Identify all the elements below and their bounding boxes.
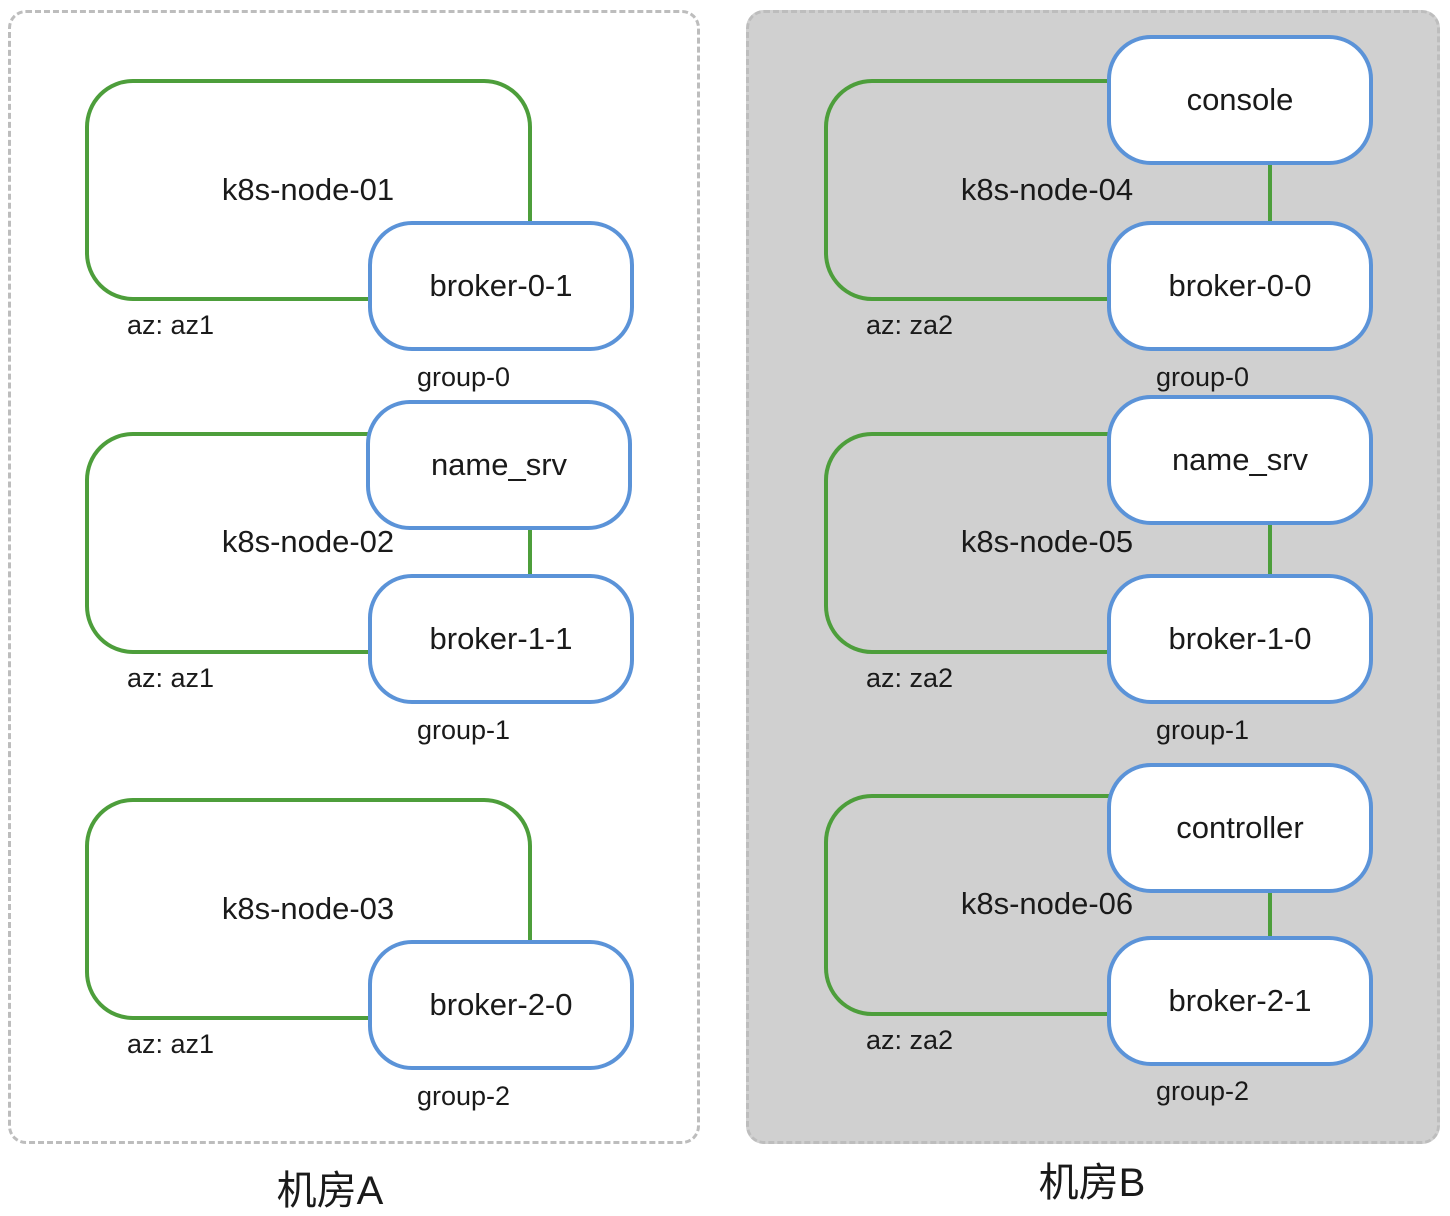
- k8s-node-05-connector: [1268, 520, 1272, 578]
- k8s-node-05-box: [824, 432, 1164, 654]
- k8s-node-04-label: k8s-node-04: [960, 172, 1134, 207]
- k8s-node-03-group-label: group-2: [417, 1081, 511, 1111]
- pod-console: console: [1107, 35, 1373, 165]
- k8s-node-06-label: k8s-node-06: [960, 886, 1134, 921]
- pod-broker-2-1: broker-2-1: [1107, 936, 1373, 1066]
- region-b-caption: 机房B: [1038, 1161, 1146, 1205]
- k8s-node-04-group-label: group-0: [1156, 362, 1250, 392]
- k8s-node-06-az-label: az: za2: [866, 1025, 954, 1055]
- pod-name-srv-a: name_srv: [366, 400, 632, 530]
- pod-broker-2-0: broker-2-0: [368, 940, 634, 1070]
- k8s-node-05-group-label: group-1: [1156, 715, 1250, 745]
- k8s-node-05-az-label: az: za2: [866, 663, 954, 693]
- k8s-node-02-label: k8s-node-02: [221, 524, 395, 559]
- k8s-node-02-box: [85, 432, 532, 654]
- k8s-node-03-az-label: az: az1: [127, 1029, 215, 1059]
- k8s-node-06-box: [824, 794, 1164, 1016]
- k8s-node-01-group-label: group-0: [417, 362, 511, 392]
- region-a-caption: 机房A: [276, 1169, 384, 1213]
- k8s-node-06-connector: [1268, 888, 1272, 940]
- k8s-node-01-az-label: az: az1: [127, 310, 215, 340]
- pod-broker-1-0: broker-1-0: [1107, 574, 1373, 704]
- k8s-node-01-box: [85, 79, 532, 301]
- pod-broker-0-0: broker-0-0: [1107, 221, 1373, 351]
- k8s-node-04-box: [824, 79, 1164, 301]
- pod-broker-0-1: broker-0-1: [368, 221, 634, 351]
- pod-broker-1-1: broker-1-1: [368, 574, 634, 704]
- k8s-node-01-label: k8s-node-01: [221, 172, 395, 207]
- k8s-node-05-label: k8s-node-05: [960, 524, 1134, 559]
- k8s-node-06-group-label: group-2: [1156, 1076, 1250, 1106]
- k8s-node-04-connector: [1268, 160, 1272, 226]
- k8s-node-02-group-label: group-1: [417, 715, 511, 745]
- k8s-node-03-box: [85, 798, 532, 1020]
- pod-controller: controller: [1107, 763, 1373, 893]
- pod-name-srv-b: name_srv: [1107, 395, 1373, 525]
- k8s-node-04-az-label: az: za2: [866, 310, 954, 340]
- k8s-node-03-label: k8s-node-03: [221, 891, 395, 926]
- k8s-node-02-az-label: az: az1: [127, 663, 215, 693]
